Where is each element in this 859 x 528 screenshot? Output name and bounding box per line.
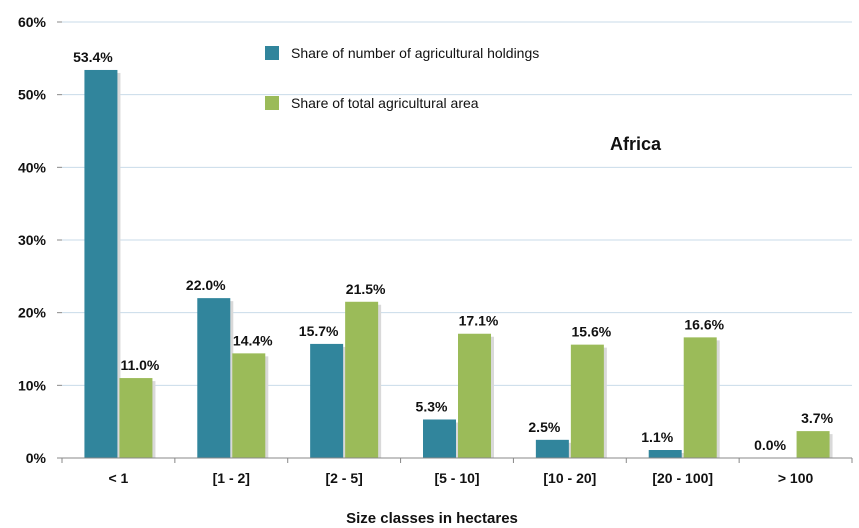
y-tick-label: 30% xyxy=(18,232,47,248)
y-tick-label: 50% xyxy=(18,87,47,103)
y-tick-label: 60% xyxy=(18,14,47,30)
x-tick-label: > 100 xyxy=(778,470,814,486)
bars xyxy=(84,69,833,459)
bar-area xyxy=(683,337,717,458)
data-label: 15.7% xyxy=(299,323,339,339)
data-label: 16.6% xyxy=(684,316,724,332)
data-label: 1.1% xyxy=(641,429,673,445)
data-label: 0.0% xyxy=(754,437,786,453)
bar-holdings xyxy=(423,419,456,458)
chart-annotation: Africa xyxy=(610,134,662,154)
x-axis-ticks: < 1 [1 - 2] [2 - 5] [5 - 10] [10 - 20] [20 - … xyxy=(61,458,853,486)
x-axis-label: Size classes in hectares xyxy=(346,510,518,527)
data-label: 14.4% xyxy=(233,332,273,348)
bar-area xyxy=(119,378,153,458)
bar-holdings xyxy=(197,298,231,458)
bar-area xyxy=(796,431,830,458)
bar-area xyxy=(570,344,604,458)
y-tick-label: 10% xyxy=(18,377,47,393)
legend-label-area: Share of total agricultural area xyxy=(291,95,479,111)
legend-swatch-holdings xyxy=(265,46,279,60)
data-label: 17.1% xyxy=(459,313,499,329)
data-labels: 53.4% 11.0% 22.0% 14.4% 15.7% 21.5% 5.3% 17.1% 2… xyxy=(73,49,833,453)
y-tick-label: 40% xyxy=(18,159,47,175)
data-label: 21.5% xyxy=(346,281,386,297)
bar-holdings xyxy=(648,450,682,458)
x-tick-label: < 1 xyxy=(108,470,128,486)
y-axis-ticks: 0% 10% 20% 30% 40% 50% 60% xyxy=(18,14,62,466)
data-label: 53.4% xyxy=(73,49,113,65)
bar-holdings xyxy=(84,69,118,459)
data-label: 15.6% xyxy=(572,324,612,340)
data-label: 11.0% xyxy=(120,357,159,373)
y-tick-label: 20% xyxy=(18,305,47,321)
legend-swatch-area xyxy=(265,96,279,110)
x-tick-label: [1 - 2] xyxy=(213,470,250,486)
bar-area xyxy=(345,301,379,458)
data-label: 22.0% xyxy=(186,277,226,293)
bar-area xyxy=(232,353,266,458)
bar-holdings xyxy=(535,439,569,458)
data-label: 2.5% xyxy=(528,419,560,435)
bar-holdings xyxy=(310,343,344,458)
x-tick-label: [2 - 5] xyxy=(325,470,362,486)
x-tick-label: [20 - 100] xyxy=(652,470,713,486)
bar-area xyxy=(458,333,491,458)
x-tick-label: [10 - 20] xyxy=(543,470,596,486)
gridlines xyxy=(62,21,852,386)
data-label: 3.7% xyxy=(801,410,833,426)
legend: Share of number of agricultural holdings… xyxy=(265,45,539,111)
data-label: 5.3% xyxy=(416,398,448,414)
legend-label-holdings: Share of number of agricultural holdings xyxy=(291,45,539,61)
y-tick-label: 0% xyxy=(26,450,47,466)
x-tick-label: [5 - 10] xyxy=(434,470,479,486)
